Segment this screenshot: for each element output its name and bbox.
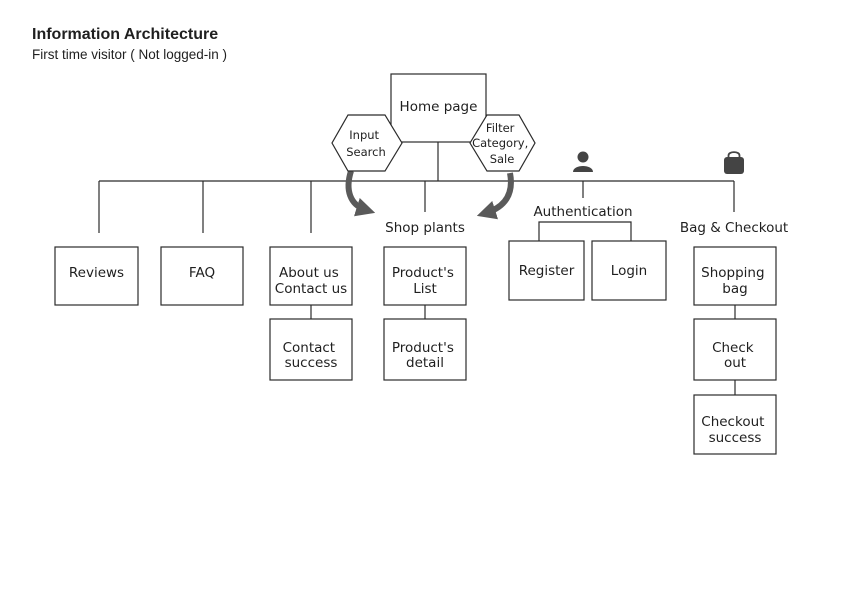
input-search-label: Input Search — [346, 128, 386, 159]
product-detail-node[interactable]: Product's detail — [383, 318, 467, 381]
home-page-label: Home page — [400, 99, 478, 115]
home-page-node[interactable]: Home page — [390, 73, 487, 143]
filter-arrow — [476, 172, 514, 220]
product-list-node[interactable]: Product's List — [383, 246, 467, 306]
search-arrow — [345, 170, 376, 217]
svg-text:Login: Login — [611, 263, 647, 279]
input-search-hexagon[interactable]: Input Search — [331, 114, 403, 172]
svg-text:About us Contact us: About us Contact us — [275, 265, 347, 297]
filter-hexagon[interactable]: Filter Category, Sale — [469, 114, 536, 172]
svg-text:Register: Register — [519, 263, 575, 279]
svg-text:Contact success: Contact success — [283, 340, 340, 371]
svg-text:Checkout success: Checkout success — [701, 414, 768, 446]
check-out-node[interactable]: Check out — [693, 318, 777, 381]
shopping-bag-icon — [724, 151, 744, 174]
svg-text:FAQ: FAQ — [189, 265, 215, 281]
svg-text:Check out: Check out — [712, 340, 758, 371]
authentication-label: Authentication — [533, 204, 632, 220]
shop-plants-label: Shop plants — [385, 220, 465, 236]
bag-checkout-label: Bag & Checkout — [680, 220, 788, 236]
svg-text:Reviews: Reviews — [69, 265, 124, 281]
svg-text:Shopping bag: Shopping bag — [701, 265, 769, 297]
shopping-bag-node[interactable]: Shopping bag — [693, 246, 777, 306]
login-node[interactable]: Login — [591, 240, 667, 301]
page-title: Information Architecture — [32, 26, 219, 43]
page-subtitle: First time visitor ( Not logged-in ) — [32, 47, 228, 62]
contact-success-node[interactable]: Contact success — [269, 318, 353, 381]
faq-node[interactable]: FAQ — [160, 246, 244, 306]
register-node[interactable]: Register — [508, 240, 585, 301]
connector-lines — [98, 142, 736, 395]
reviews-node[interactable]: Reviews — [54, 246, 139, 306]
checkout-success-node[interactable]: Checkout success — [693, 394, 777, 455]
svg-text:Product's detail: Product's detail — [392, 340, 458, 371]
filter-label: Filter Category, Sale — [472, 121, 532, 166]
about-contact-node[interactable]: About us Contact us — [269, 246, 353, 306]
svg-text:Product's List: Product's List — [392, 265, 458, 297]
user-icon — [573, 151, 593, 172]
